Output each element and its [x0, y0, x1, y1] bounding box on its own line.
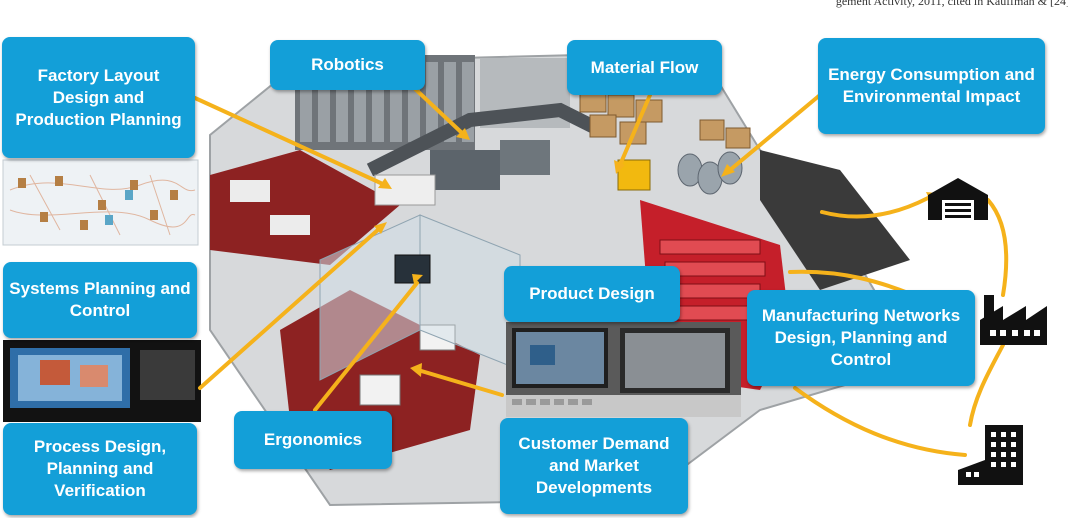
office-floor: [210, 150, 400, 265]
label-manufacturing-networks: Manufacturing Networks Design, Planning …: [747, 290, 975, 386]
warehouse-icon: [928, 178, 988, 220]
arrow-factory-layout: [193, 96, 387, 187]
label-energy: Energy Consumption and Environmental Imp…: [818, 38, 1045, 134]
conveyor: [366, 102, 604, 177]
arrow-dock-warehouse: [820, 196, 930, 219]
computer-photo-left: [3, 340, 201, 422]
label-ergonomics: Ergonomics: [234, 411, 392, 469]
label-product-design: Product Design: [504, 266, 680, 322]
loading-dock: [760, 150, 910, 290]
arrow-material-flow: [618, 93, 652, 167]
label-process-design: Process Design, Planning and Verificatio…: [3, 423, 197, 515]
label-robotics-text: Robotics: [311, 55, 384, 74]
process-map-photo: [2, 159, 199, 246]
label-systems-planning-text: Systems Planning and Control: [9, 279, 191, 320]
arrow-networks-curve: [793, 386, 967, 457]
label-material-flow: Material Flow: [567, 40, 722, 95]
page-header-fragment: gement Activity, 2011, cited in Kauffman…: [835, 0, 1068, 8]
label-customer-demand-text: Customer Demand and Market Developments: [518, 434, 670, 497]
label-manufacturing-networks-text: Manufacturing Networks Design, Planning …: [761, 306, 961, 369]
label-energy-text: Energy Consumption and Environmental Imp…: [828, 65, 1035, 106]
arrow-energy: [728, 93, 822, 172]
label-factory-layout-text: Factory Layout Design and Production Pla…: [15, 65, 182, 129]
label-product-design-text: Product Design: [529, 284, 655, 303]
arrow-systems-planning: [198, 226, 382, 390]
link-factory-city: [968, 343, 1005, 427]
computer-photo-right: [506, 322, 741, 417]
arrow-customer-demand: [416, 368, 504, 397]
link-warehouse-factory: [986, 198, 1009, 297]
label-systems-planning: Systems Planning and Control: [3, 262, 197, 338]
label-customer-demand: Customer Demand and Market Developments: [500, 418, 688, 514]
label-robotics: Robotics: [270, 40, 425, 90]
label-factory-layout: Factory Layout Design and Production Pla…: [2, 37, 195, 158]
label-process-design-text: Process Design, Planning and Verificatio…: [33, 437, 167, 500]
arrow-ergonomics: [313, 281, 419, 412]
label-material-flow-text: Material Flow: [590, 57, 699, 77]
factory-icon: [980, 295, 1047, 345]
city-building-icon: [958, 425, 1023, 485]
label-ergonomics-text: Ergonomics: [263, 430, 363, 449]
